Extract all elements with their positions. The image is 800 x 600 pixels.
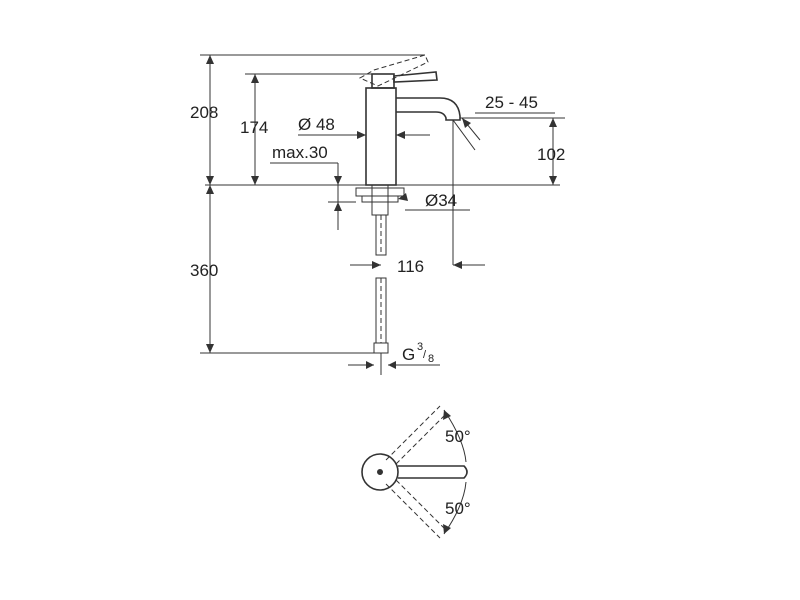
spout-angle-line [452, 119, 476, 151]
rotation-angle-up: 50° [445, 427, 471, 446]
dim-overall-height: 208 [190, 103, 218, 122]
faucet-body [365, 87, 397, 186]
dim-body-diameter: Ø 48 [298, 115, 335, 134]
faucet-side-view [355, 54, 476, 375]
faucet-shank [371, 184, 389, 216]
faucet-lever [393, 71, 438, 83]
faucet-spout [396, 97, 461, 121]
dim-hole-diameter: Ø34 [425, 191, 457, 210]
dim-max-thickness: max.30 [272, 143, 328, 162]
mounting-washer [361, 195, 399, 203]
dim-spout-reach: 116 [397, 257, 424, 276]
dim-body-height: 174 [240, 118, 268, 137]
dim-connection-num: 3 [417, 341, 423, 353]
rotation-angle-down: 50° [445, 499, 471, 518]
faucet-top-view [361, 405, 468, 539]
hose-connector [373, 342, 389, 354]
mounting-nut [355, 187, 405, 197]
top-view-spout [398, 465, 468, 479]
top-view-body [361, 453, 399, 491]
faucet-cap [371, 73, 395, 89]
dim-spout-angle: 25 - 45 [485, 93, 538, 112]
lever-raised-outline [358, 54, 429, 87]
dim-connection-den: 8 [428, 353, 434, 365]
dim-connection-prefix: G [402, 345, 415, 364]
dim-spout-height: 102 [537, 145, 565, 164]
svg-text:/: / [423, 349, 427, 361]
dim-below-deck: 360 [190, 261, 218, 280]
